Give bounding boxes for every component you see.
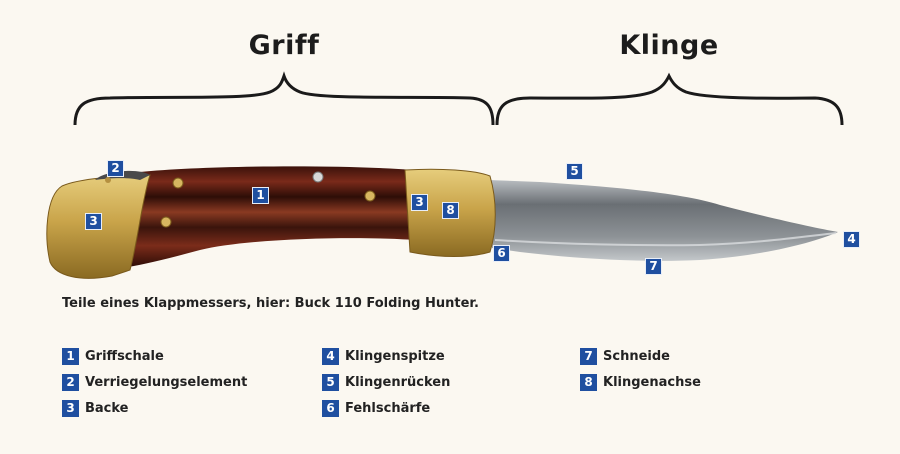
- marker-klingenruecken: 5: [566, 163, 583, 180]
- legend-column-1: 1 Griffschale 2 Verriegelungselement 3 B…: [62, 343, 247, 421]
- marker-griffschale: 1: [252, 187, 269, 204]
- legend-number: 5: [322, 373, 339, 391]
- legend-label: Fehlschärfe: [345, 400, 431, 416]
- marker-verriegelungselement: 2: [107, 160, 124, 177]
- legend-number: 6: [322, 399, 339, 417]
- legend-label: Backe: [85, 400, 129, 416]
- legend-item: 1 Griffschale: [62, 343, 247, 369]
- legend-label: Klingenrücken: [345, 374, 451, 390]
- legend-item: 7 Schneide: [580, 343, 701, 369]
- legend-label: Klingenspitze: [345, 348, 445, 364]
- handle-scale: [120, 166, 415, 268]
- brace-klinge: [495, 72, 844, 126]
- legend-item: 3 Backe: [62, 395, 247, 421]
- marker-backe-right: 3: [411, 194, 428, 211]
- legend-number: 7: [580, 347, 597, 365]
- legend-item: 8 Klingenachse: [580, 369, 701, 395]
- legend-number: 3: [62, 399, 79, 417]
- legend-item: 2 Verriegelungselement: [62, 369, 247, 395]
- legend-item: 4 Klingenspitze: [322, 343, 450, 369]
- legend-label: Schneide: [603, 348, 670, 364]
- legend-item: 5 Klingenrücken: [322, 369, 450, 395]
- brace-griff: [73, 71, 495, 126]
- legend-column-2: 4 Klingenspitze 5 Klingenrücken 6 Fehlsc…: [322, 343, 450, 421]
- marker-fehlschaerfe: 6: [493, 245, 510, 262]
- heading-klinge: Klinge: [619, 30, 719, 61]
- marker-klingenspitze: 4: [843, 231, 860, 248]
- heading-griff: Griff: [248, 30, 320, 61]
- legend-column-3: 7 Schneide 8 Klingenachse: [580, 343, 701, 395]
- figure-caption: Teile eines Klappmessers, hier: Buck 110…: [62, 296, 479, 311]
- legend-number: 2: [62, 373, 79, 391]
- legend-label: Verriegelungselement: [85, 374, 248, 390]
- legend-number: 4: [322, 347, 339, 365]
- legend-label: Griffschale: [85, 348, 164, 364]
- marker-backe-left: 3: [85, 213, 102, 230]
- marker-klingenachse: 8: [442, 202, 459, 219]
- legend-number: 1: [62, 347, 79, 365]
- legend-number: 8: [580, 373, 597, 391]
- knife-illustration: [46, 71, 844, 279]
- legend-label: Klingenachse: [603, 374, 701, 390]
- legend-item: 6 Fehlschärfe: [322, 395, 450, 421]
- blade: [488, 180, 838, 261]
- marker-schneide: 7: [645, 258, 662, 275]
